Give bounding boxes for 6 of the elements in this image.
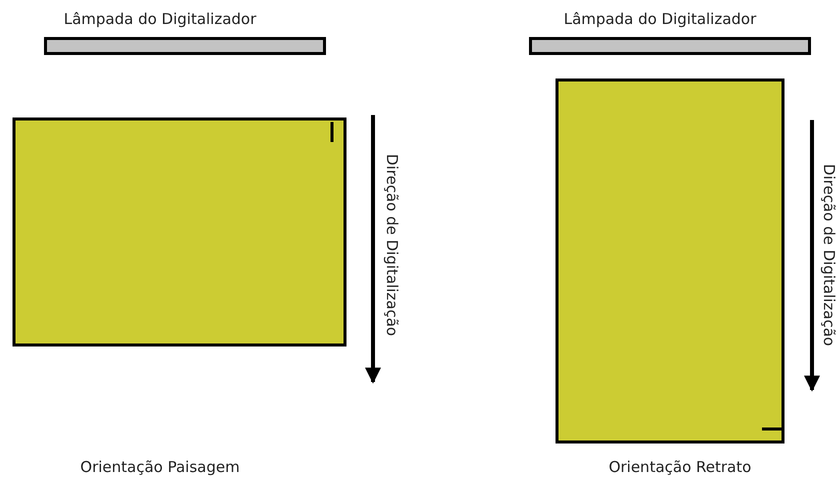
direction-label: Direção de Digitalização (820, 164, 837, 346)
lamp-label: Lâmpada do Digitalizador (64, 10, 256, 28)
orientation-caption: Orientação Paisagem (80, 458, 240, 476)
orientation-caption: Orientação Retrato (608, 458, 752, 476)
lamp-label: Lâmpada do Digitalizador (564, 10, 756, 28)
direction-label: Direção de Digitalização (383, 154, 401, 336)
